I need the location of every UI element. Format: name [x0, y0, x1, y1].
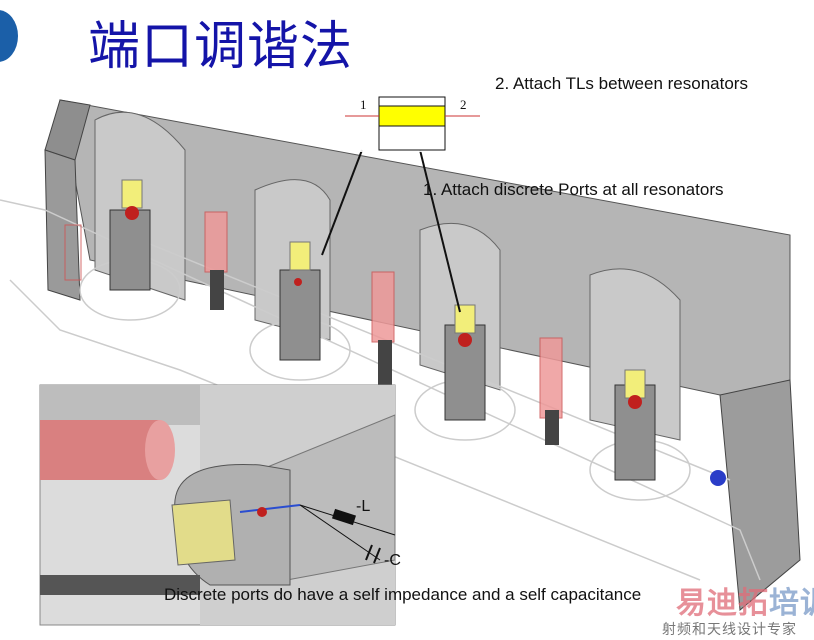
inset-detail — [39, 384, 396, 626]
step-1-note: 1. Attach discrete Ports at all resonato… — [423, 180, 724, 199]
watermark-slogan: 射频和天线设计专家 — [662, 622, 797, 638]
watermark-brand-a: 易迪拓 — [676, 587, 769, 620]
capacitor-label: -C — [384, 552, 401, 569]
resonators — [109, 179, 656, 481]
caption: Discrete ports do have a self impedance … — [164, 585, 642, 604]
housing-left-wall — [44, 149, 81, 301]
output-port — [710, 470, 726, 486]
coupling-posts — [64, 211, 563, 419]
watermark-brand: 易迪拓培训 — [676, 578, 814, 622]
housing-right-wall — [719, 379, 801, 611]
watermark-brand-b: 培训 — [769, 587, 814, 620]
filter-3d-model — [0, 80, 801, 626]
port-1-label: 1 — [360, 97, 367, 112]
inductor-label: -L — [356, 498, 371, 515]
tl-schematic — [345, 80, 480, 152]
slide-title: 端口调谐法 — [88, 17, 354, 77]
port-2-label: 2 — [460, 97, 467, 112]
logo — [0, 10, 18, 62]
step-2-note: 2. Attach TLs between resonators — [495, 74, 748, 93]
